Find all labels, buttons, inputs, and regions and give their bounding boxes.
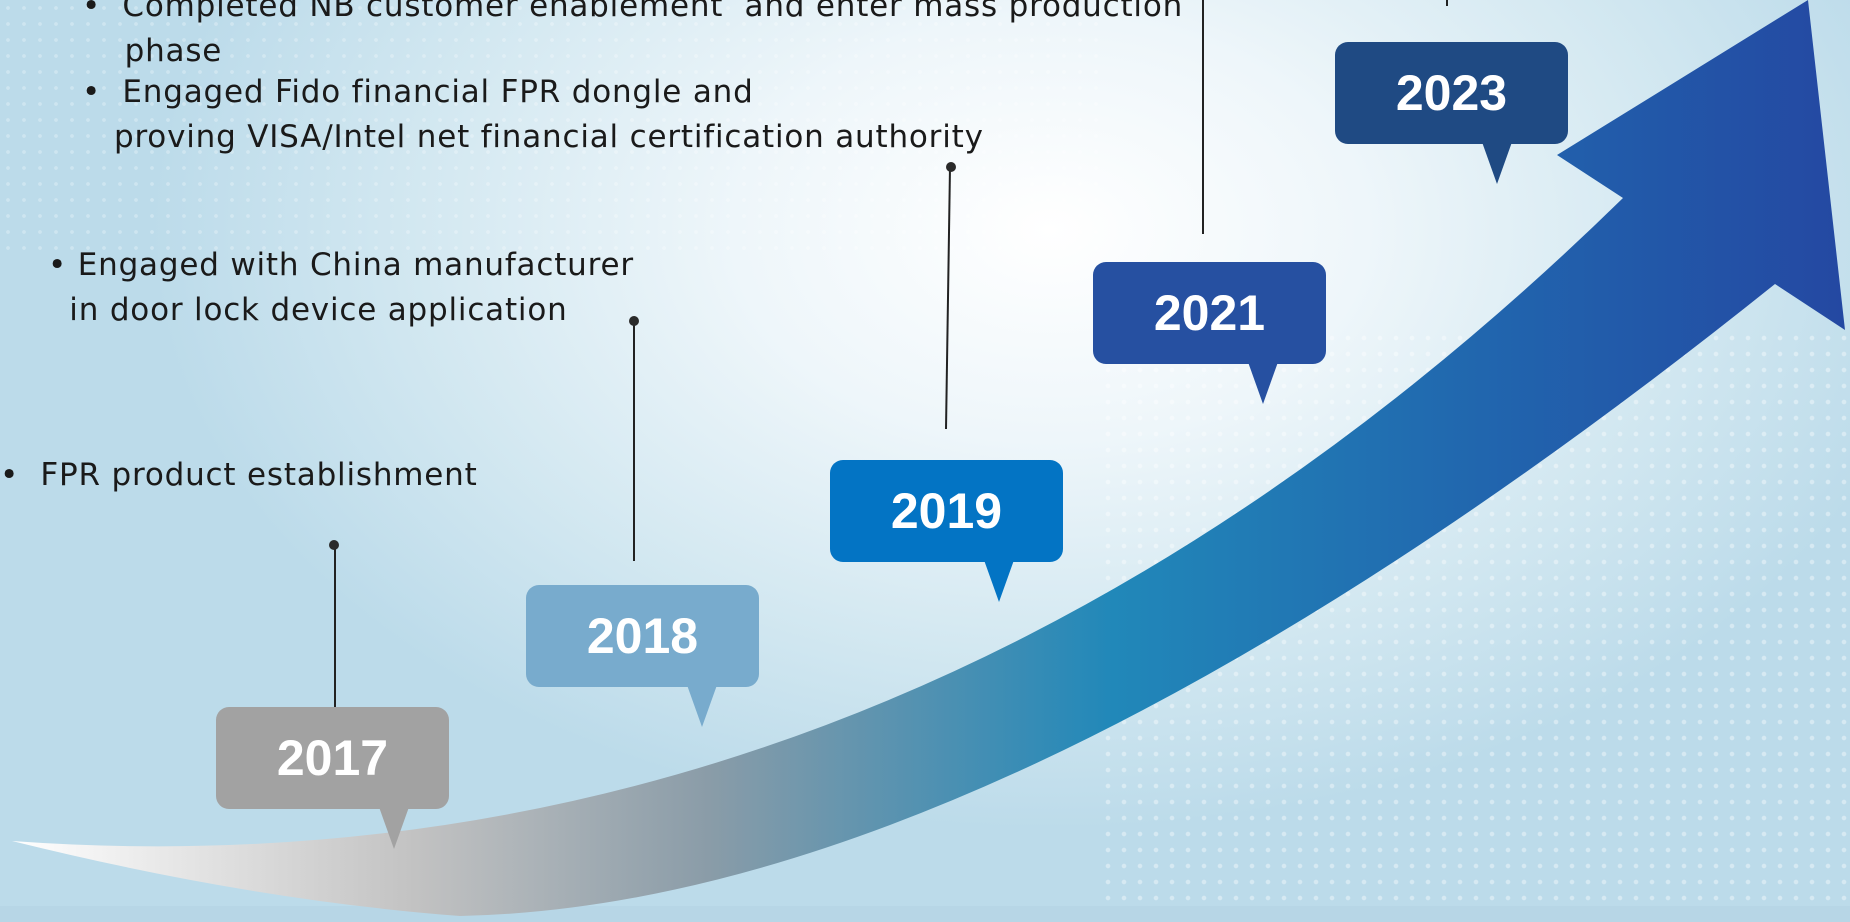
milestone-note-2018: • Engaged with China manufacturer in doo… [48, 247, 634, 328]
year-label-2018: 2018 [586, 608, 699, 664]
bubble-tail [687, 685, 717, 727]
connector-line-2023 [1446, 0, 1448, 6]
year-label-2019: 2019 [890, 483, 1003, 539]
year-label-2021: 2021 [1153, 285, 1266, 341]
bubble-tail [1482, 142, 1512, 184]
year-bubble-2017: 2017 [216, 707, 449, 849]
connector-dot-2018 [629, 316, 639, 326]
connector-dot-2017 [329, 540, 339, 550]
milestone-note-2019: • Engaged Fido financial FPR dongle and … [82, 74, 984, 155]
connector-line-2017 [334, 545, 336, 707]
connector-line-2019 [945, 166, 951, 430]
dot-pattern-top [0, 0, 1100, 260]
year-label-2023: 2023 [1395, 65, 1508, 121]
bubble-tail [984, 560, 1014, 602]
year-bubble-2023: 2023 [1335, 42, 1568, 184]
year-bubble-2021: 2021 [1093, 262, 1326, 404]
connector-line-2018 [633, 321, 635, 561]
connector-line-2021 [1202, 0, 1204, 234]
year-bubble-2018: 2018 [526, 585, 759, 727]
milestone-note-2017: • FPR product establishment [0, 457, 478, 493]
bubble-tail [379, 807, 409, 849]
bubble-tail [1248, 362, 1278, 404]
year-bubble-2019: 2019 [830, 460, 1063, 602]
connector-dot-2019 [946, 162, 956, 172]
year-label-2017: 2017 [276, 730, 389, 786]
growth-arrow-body [12, 0, 1845, 916]
milestone-note-2021: • Completed NB customer enablement and e… [82, 0, 1184, 69]
